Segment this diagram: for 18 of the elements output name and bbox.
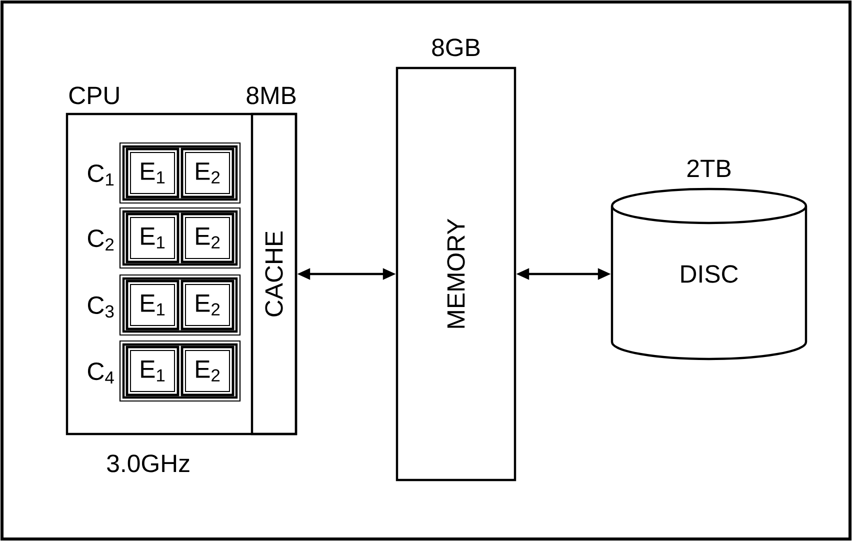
unit-box: E$_{1}$ <box>126 346 180 396</box>
unit-box: E$_{2}$ <box>180 148 234 198</box>
unit-box: E$_{1}$ <box>126 280 180 330</box>
disc-cylinder: 2TB DISC <box>610 160 808 360</box>
unit-box: E$_{2}$ <box>180 346 234 396</box>
unit-box: E$_{1}$ <box>126 148 180 198</box>
cache-box: 8MB CACHE <box>246 86 298 436</box>
node-label: C$_{1}$ <box>88 164 114 186</box>
memory-box: 8GB MEMORY <box>396 38 516 482</box>
node-label: C$_{3}$ <box>88 296 114 318</box>
clock-label: 3.0GHz <box>107 454 190 472</box>
node-label: 8GB <box>432 38 480 56</box>
unit-box: E$_{2}$ <box>180 280 234 330</box>
node-label: 8MB <box>246 86 296 104</box>
unit-box: E$_{1}$ <box>126 212 180 264</box>
unit-box: E$_{2}$ <box>180 212 234 264</box>
node-label: C$_{4}$ <box>88 362 114 384</box>
node-label: C$_{2}$ <box>88 229 114 251</box>
